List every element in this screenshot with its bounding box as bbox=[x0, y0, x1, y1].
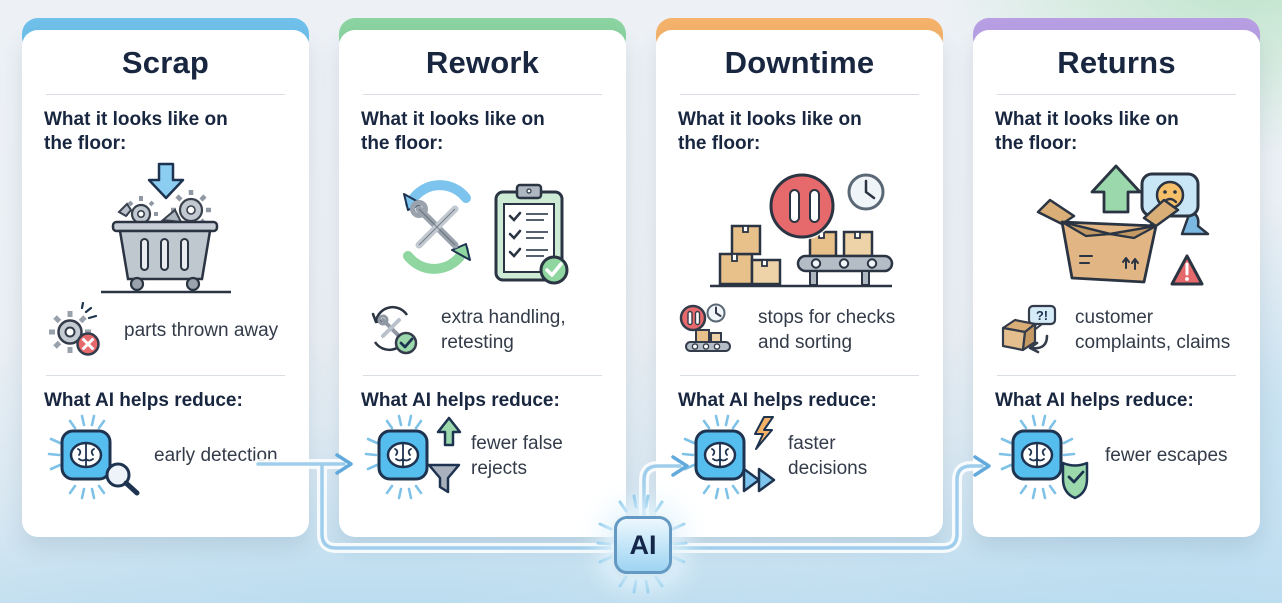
scrap-bin-illustration bbox=[44, 160, 287, 298]
divider bbox=[46, 374, 285, 376]
up-arrow-icon bbox=[436, 416, 462, 447]
card-scrap: Scrap What it looks like on the floor: bbox=[22, 18, 309, 537]
ai-heading: What AI helps reduce: bbox=[678, 389, 877, 411]
funnel-icon bbox=[427, 463, 461, 494]
return-box-question-icon: ?! bbox=[995, 302, 1063, 360]
divider bbox=[363, 374, 602, 376]
scrap-bin bbox=[111, 220, 218, 291]
box-stack bbox=[718, 224, 781, 286]
floor-heading: What it looks like on the floor: bbox=[361, 109, 545, 154]
card-body: Returns What it looks like on the floor: bbox=[973, 30, 1260, 537]
ai-hub-node: AI bbox=[596, 494, 688, 594]
conveyor-belt bbox=[796, 230, 893, 286]
ai-chip-filter-icon bbox=[361, 413, 465, 501]
ai-chip-shield-icon bbox=[995, 413, 1099, 501]
card-title: Rework bbox=[425, 45, 540, 80]
card-body: Scrap What it looks like on the floor: bbox=[22, 30, 309, 537]
up-arrow-icon bbox=[1090, 164, 1141, 214]
ai-label: fewer escapes bbox=[1105, 445, 1228, 467]
card-body: Downtime What it looks like on the floor… bbox=[656, 30, 943, 537]
floor-heading: What it looks like on the floor: bbox=[678, 109, 862, 154]
broken-gear-rejected-icon bbox=[44, 301, 112, 360]
floor-label: parts thrown away bbox=[124, 319, 279, 341]
lightning-icon bbox=[754, 415, 774, 450]
crossed-tools bbox=[409, 199, 458, 249]
floor-label: extra handling, retesting bbox=[441, 307, 566, 353]
floor-heading: What it looks like on the floor: bbox=[995, 109, 1179, 154]
checklist-clipboard bbox=[494, 183, 568, 285]
card-returns: Returns What it looks like on the floor: bbox=[973, 18, 1260, 537]
rework-cycle-check-icon bbox=[361, 302, 429, 360]
floor-heading: What it looks like on the floor: bbox=[44, 109, 228, 154]
card-body: Rework What it looks like on the floor: bbox=[339, 30, 626, 537]
ai-label: fewer false rejects bbox=[471, 433, 563, 479]
open-box bbox=[1036, 198, 1179, 284]
divider bbox=[997, 94, 1236, 95]
card-title: Returns bbox=[1057, 45, 1176, 80]
ai-label: faster decisions bbox=[788, 433, 868, 479]
svg-text:?!: ?! bbox=[1036, 308, 1048, 323]
ai-chip-magnifier-icon bbox=[44, 413, 148, 501]
card-title: Scrap bbox=[121, 45, 210, 80]
divider bbox=[997, 374, 1236, 376]
ai-heading: What AI helps reduce: bbox=[361, 389, 560, 411]
down-arrow-icon bbox=[147, 162, 184, 200]
divider bbox=[46, 94, 285, 95]
ai-hub-label: AI bbox=[614, 516, 672, 574]
card-downtime: Downtime What it looks like on the floor… bbox=[656, 18, 943, 537]
ai-heading: What AI helps reduce: bbox=[995, 389, 1194, 411]
ai-heading: What AI helps reduce: bbox=[44, 389, 243, 411]
fast-forward-icon bbox=[742, 467, 761, 493]
warning-triangle-icon bbox=[1170, 254, 1203, 286]
divider bbox=[680, 374, 919, 376]
divider bbox=[680, 94, 919, 95]
returned-box-illustration bbox=[995, 160, 1238, 298]
pause-icon bbox=[769, 173, 834, 239]
floor-label: customer complaints, claims bbox=[1075, 307, 1231, 353]
paused-conveyor-illustration bbox=[678, 160, 921, 298]
card-rework: Rework What it looks like on the floor: bbox=[339, 18, 626, 537]
floor-label: stops for checks and sorting bbox=[758, 307, 896, 353]
cycle-arrows bbox=[402, 180, 471, 274]
card-title: Downtime bbox=[724, 45, 875, 80]
ai-label: early detection bbox=[154, 445, 278, 467]
divider bbox=[363, 94, 602, 95]
rework-cycle-illustration bbox=[361, 160, 604, 298]
pause-clock-conveyor-icon bbox=[678, 302, 746, 360]
